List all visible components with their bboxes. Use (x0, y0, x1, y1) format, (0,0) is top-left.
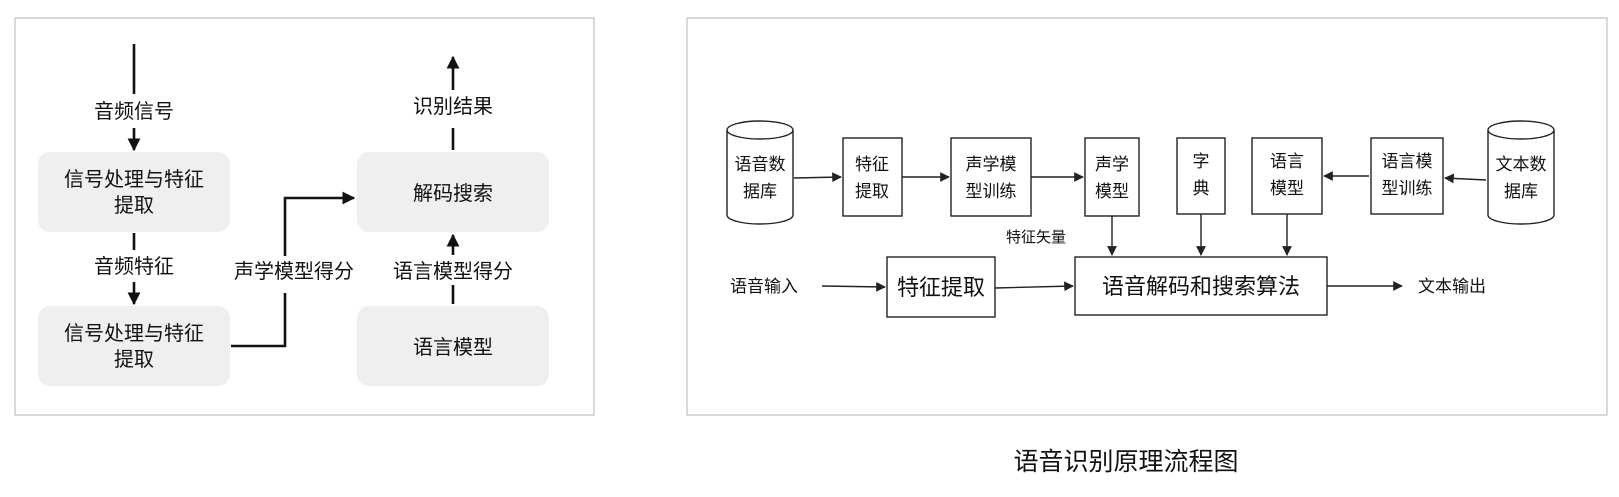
language-model-label: 语言模型 (413, 335, 493, 359)
left-diagram: 音频信号 信号处理与特征 提取 音频特征 信号处理与特征 提取 声学模型得分 识… (14, 17, 595, 416)
dictionary-line-2: 典 (1193, 179, 1210, 199)
right-frame (686, 17, 1608, 416)
acoustic-model-line-1: 声学 (1095, 155, 1129, 175)
speech-input-label: 语音输入 (730, 277, 798, 297)
acoustic-score-line-lower (231, 293, 287, 348)
lm-right-line-2: 模型 (1270, 179, 1304, 199)
acoustic-model-box (1084, 137, 1140, 217)
lm-right-line-1: 语言 (1270, 152, 1304, 172)
language-model-box (357, 306, 549, 386)
acoustic-training-box (950, 137, 1032, 217)
audio-feature-label: 音频特征 (94, 254, 174, 278)
acoustic-training-line-2: 型训练 (966, 182, 1017, 202)
dictionary-box (1176, 137, 1226, 215)
feature-extract-box (886, 256, 996, 318)
text-output-label: 文本输出 (1418, 277, 1486, 297)
signal-box-1-line-1: 信号处理与特征 (64, 167, 204, 191)
lm-training-line-1: 语言模 (1382, 152, 1433, 172)
signal-box-2-line-1: 信号处理与特征 (64, 321, 204, 345)
signal-box-1-line-2: 提取 (114, 193, 154, 217)
text-db-line-2: 据库 (1504, 182, 1538, 202)
arrow-feature-to-decoder (994, 281, 1074, 292)
speech-db-line-1: 语音数 (735, 155, 786, 175)
decode-search-label: 解码搜索 (413, 181, 493, 205)
signal-processing-box-1 (38, 152, 230, 232)
arrow-db-to-feature (793, 172, 842, 183)
decode-search-box (357, 152, 549, 232)
text-database-cylinder (1487, 120, 1555, 225)
acoustic-score-arrow (283, 191, 356, 256)
audio-signal-label: 音频信号 (94, 99, 174, 123)
feature-extract-small-box (842, 137, 903, 217)
lm-training-box (1370, 137, 1444, 215)
lm-score-label: 语言模型得分 (393, 259, 513, 283)
text-db-line-1: 文本数 (1496, 155, 1547, 175)
arrow-input-to-feature (821, 281, 886, 292)
lm-training-line-2: 型训练 (1382, 179, 1433, 199)
speech-database-cylinder (726, 120, 794, 225)
speech-db-line-2: 据库 (743, 182, 777, 202)
arrow-textdb-to-lmtraining (1444, 173, 1487, 184)
feature-small-line-1: 特征 (855, 155, 889, 175)
acoustic-score-label: 声学模型得分 (234, 259, 354, 283)
acoustic-model-line-2: 模型 (1095, 182, 1129, 202)
feature-small-line-2: 提取 (855, 182, 889, 202)
decode-algorithm-box (1074, 256, 1328, 316)
diagram-caption: 语音识别原理流程图 (1013, 447, 1238, 476)
language-model-right-box (1251, 137, 1323, 215)
signal-processing-box-2 (38, 306, 230, 386)
feature-extract-label: 特征提取 (897, 276, 985, 301)
dictionary-line-1: 字 (1193, 152, 1210, 172)
signal-box-2-line-2: 提取 (114, 347, 154, 371)
right-diagram: 语音数 据库 特征 提取 声学模 型训练 声学 模型 字 典 语言 模型 语言模… (686, 17, 1608, 416)
result-label: 识别结果 (413, 94, 493, 118)
acoustic-training-line-1: 声学模 (966, 155, 1017, 175)
decode-algorithm-label: 语音解码和搜索算法 (1102, 275, 1300, 300)
feature-vector-label: 特征矢量 (1006, 228, 1066, 246)
